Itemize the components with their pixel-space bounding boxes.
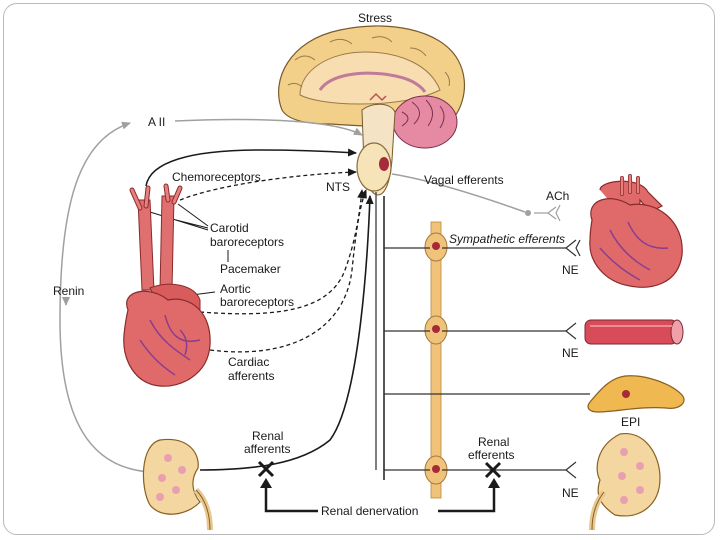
ganglion-2 [424, 315, 448, 345]
carotid-label-1: Carotid [210, 221, 249, 235]
ach-terminal [534, 204, 561, 222]
renin-label: Renin [53, 284, 84, 298]
adrenal-gland [587, 375, 685, 413]
cardiac-label-2: afferents [228, 369, 274, 383]
chemoreceptor-arrow [145, 148, 357, 187]
renal-efferents-label-1: Renal [478, 435, 509, 449]
left-heart [123, 183, 211, 387]
renal-afferents-label-2: afferents [244, 442, 290, 456]
cardiac-label-1: Cardiac [228, 355, 269, 369]
renal-afferent-cut-icon [257, 460, 275, 478]
renal-efferents-label-2: efferents [468, 448, 514, 462]
brain [278, 25, 466, 196]
nts-label: NTS [326, 180, 350, 194]
sympathetic-efferents-label: Sympathetic efferents [449, 232, 565, 246]
renal-efferent-cut-icon [484, 461, 502, 479]
sympathetic-chain [430, 221, 442, 499]
cardiac-afferent-arrow [209, 189, 367, 353]
renal-denervation-arrowhead-right [488, 478, 500, 488]
ach-label: ACh [546, 189, 569, 203]
a2-arrow [59, 121, 151, 473]
renal-afferents-label-1: Renal [252, 429, 283, 443]
slide-frame [3, 3, 715, 535]
right-kidney [589, 433, 661, 531]
blood-vessel [584, 319, 684, 345]
renal-afferent-arrow [199, 195, 374, 471]
renal-denervation-arrowhead-left [260, 478, 272, 488]
epi-label: EPI [621, 415, 640, 429]
ne-vessel-label: NE [562, 346, 579, 360]
carotid-afferent-arrow [179, 168, 357, 201]
ne-terminal-vessel [565, 322, 577, 340]
ne-terminal-kidney [565, 461, 577, 479]
ne-kidney-label: NE [562, 486, 579, 500]
left-kidney [142, 438, 213, 531]
carotid-label-2: baroreceptors [210, 235, 284, 249]
vagal-efferents-label: Vagal efferents [424, 173, 504, 187]
aortic-label-2: baroreceptors [220, 295, 294, 309]
stress-label: Stress [358, 11, 392, 25]
ne-heart-label: NE [562, 263, 579, 277]
nts-nucleus [356, 142, 392, 192]
aortic-label-1: Aortic [220, 282, 251, 296]
chemoreceptors-label: Chemoreceptors [172, 170, 261, 184]
a2-to-brain-arrow [174, 118, 363, 136]
vagal-efferent-arrow [391, 173, 526, 213]
vagal-terminal [525, 210, 531, 216]
renal-denervation-bracket [264, 483, 496, 513]
ne-terminal-heart [565, 239, 581, 257]
renal-denervation-label: Renal denervation [321, 504, 418, 518]
a2-label: A II [148, 115, 165, 129]
right-heart [589, 174, 683, 288]
pacemaker-label: Pacemaker [220, 262, 281, 276]
carotid-pointer-lines [149, 203, 209, 231]
ganglion-1 [424, 232, 448, 262]
